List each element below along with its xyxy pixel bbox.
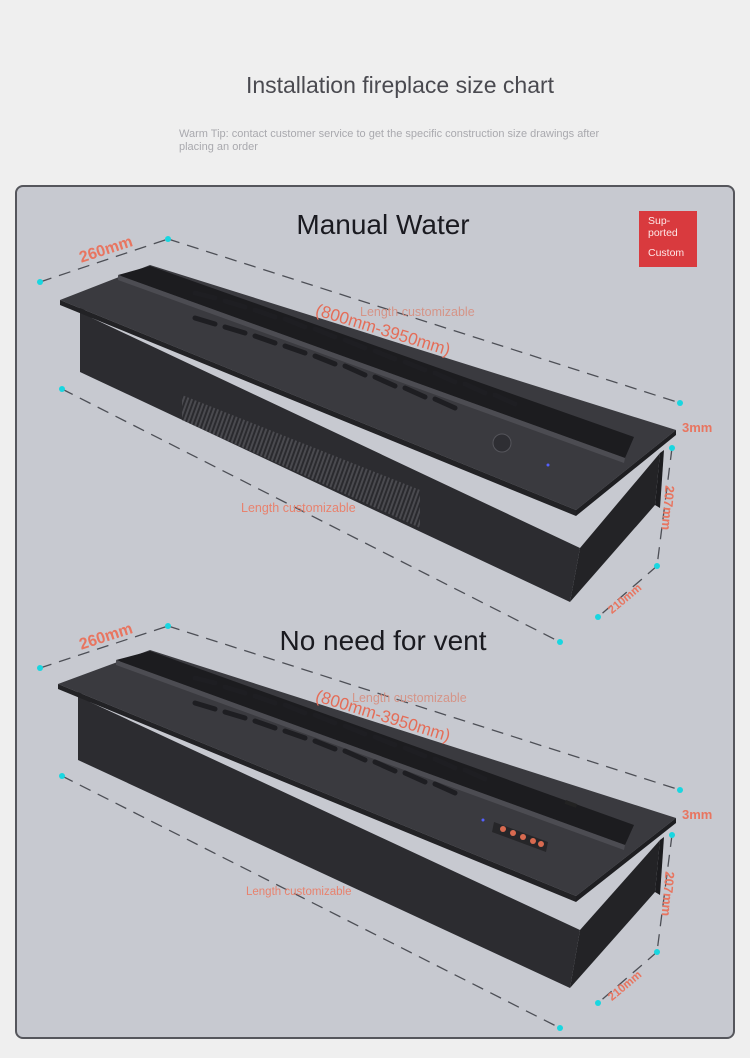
dimension-lines-1 <box>39 238 681 643</box>
section-title-no-vent: No need for vent <box>279 625 487 656</box>
fireplace-unit-1 <box>60 265 676 602</box>
dimension-lines-2 <box>39 625 681 1029</box>
badge-supported-text: Sup-ported <box>648 215 678 239</box>
thickness-label-2: 3mm <box>682 807 713 822</box>
length-label-2: Length customizable <box>246 886 352 898</box>
badge-custom-text: Custom <box>648 247 685 259</box>
page-title: Installation fireplace size chart <box>245 72 555 98</box>
warm-tip-text: Warm Tip: contact customer service to ge… <box>179 128 600 153</box>
section-title-manual-water: Manual Water <box>296 209 470 240</box>
ghost-text-1: Length customizable <box>360 305 475 319</box>
dimension-markers-1 <box>37 236 683 645</box>
custom-badge: Sup-ported Custom <box>639 211 697 267</box>
length-label-1: Length customizable <box>241 501 356 515</box>
ghost-text-2: Length customizable <box>352 691 467 705</box>
fireplace-unit-2 <box>58 650 676 988</box>
thickness-label-1: 3mm <box>682 420 713 435</box>
dimension-markers-2 <box>37 623 683 1031</box>
